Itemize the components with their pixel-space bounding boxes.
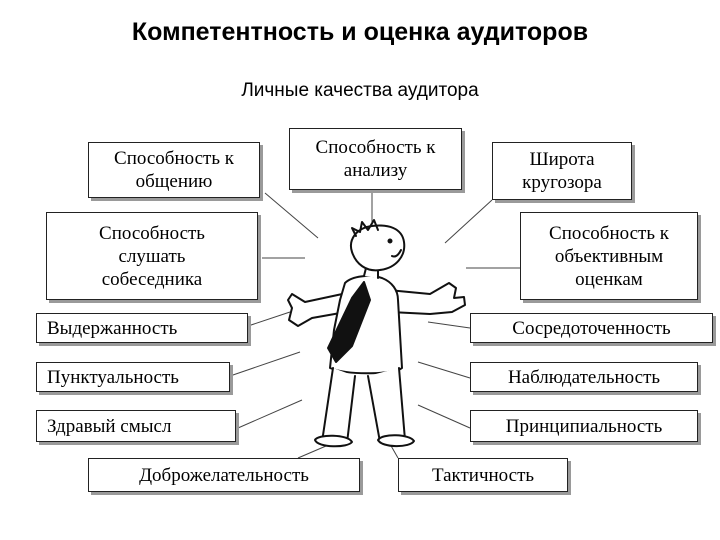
hair bbox=[351, 219, 379, 237]
left-arm bbox=[287, 292, 348, 327]
box-outlook: Широта кругозора bbox=[492, 142, 632, 200]
box-restraint: Выдержанность bbox=[36, 313, 248, 343]
right-arm bbox=[387, 282, 466, 315]
connector-restraint bbox=[247, 311, 291, 327]
connector-observation bbox=[417, 361, 471, 379]
right-shoe bbox=[377, 434, 415, 448]
box-listening: Способность слушать собеседника bbox=[46, 212, 258, 300]
connector-outlook bbox=[444, 199, 493, 244]
box-objective: Способность к объективным оценкам bbox=[520, 212, 698, 300]
box-concentration: Сосредоточенность bbox=[470, 313, 713, 343]
box-tact: Тактичность bbox=[398, 458, 568, 492]
box-goodwill: Доброжелательность bbox=[88, 458, 360, 492]
left-leg bbox=[321, 367, 356, 444]
page-title: Компетентность и оценка аудиторов bbox=[131, 18, 589, 46]
box-punctuality: Пунктуальность bbox=[36, 362, 230, 392]
mouth bbox=[391, 249, 402, 258]
tie bbox=[327, 281, 371, 363]
connector-principle bbox=[417, 404, 471, 429]
connector-concentration bbox=[427, 321, 471, 329]
connector-punctuality bbox=[229, 351, 301, 377]
box-observation: Наблюдательность bbox=[470, 362, 698, 392]
page-subtitle: Личные качества аудитора bbox=[241, 80, 479, 101]
box-communication: Способность к общению bbox=[88, 142, 260, 198]
connector-communication bbox=[264, 192, 319, 239]
box-principle: Принципиальность bbox=[470, 410, 698, 442]
eye bbox=[387, 238, 393, 244]
cheerful-man-figure bbox=[287, 219, 466, 448]
connector-common-sense bbox=[237, 399, 303, 429]
connector-goodwill bbox=[297, 445, 327, 459]
right-leg bbox=[367, 367, 406, 443]
left-shoe bbox=[314, 434, 353, 448]
box-common-sense: Здравый смысл bbox=[36, 410, 236, 442]
box-analysis: Способность к анализу bbox=[289, 128, 462, 190]
